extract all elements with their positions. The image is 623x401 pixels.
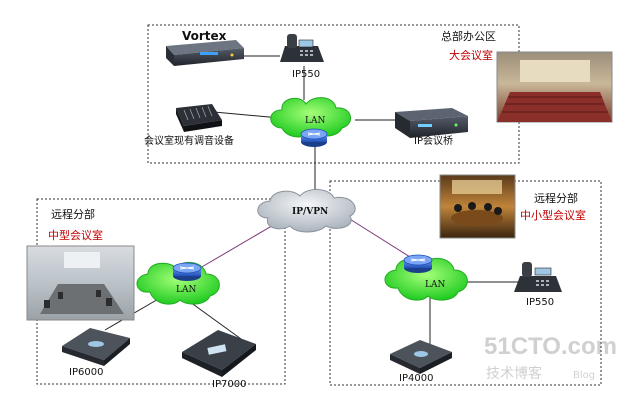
ip4000-label: IP4000 [399, 373, 434, 384]
wan-label: IP/VPN [292, 207, 329, 217]
bridge-label: IP会议桥 [414, 136, 453, 147]
right-room-label: 中小型会议室 [520, 209, 586, 222]
hq-room-label: 大会议室 [449, 49, 493, 62]
small-meeting-room-photo [439, 174, 516, 239]
large-meeting-room-photo [496, 51, 613, 123]
mixer-label: 会议室现有调音设备 [144, 136, 234, 147]
hq-lan-label: LAN [305, 116, 326, 126]
hq-ip-phone-icon [280, 34, 324, 62]
left-lan-label: LAN [176, 285, 197, 295]
vortex-device-icon [166, 40, 244, 66]
right-phone-label: IP550 [526, 297, 555, 308]
ip7000-phone-icon [182, 330, 256, 377]
watermark-sub-text: 技术博客 [486, 366, 542, 382]
branch-links [104, 281, 520, 346]
ip-bridge-device-icon [395, 108, 468, 138]
wan-links [199, 215, 419, 269]
right-ip-phone-icon [514, 262, 562, 292]
hq-router-icon [300, 128, 328, 147]
watermark-main-text: 51CTO.com [484, 333, 617, 360]
mixer-device-icon [176, 104, 222, 132]
hq-area-label: 总部办公区 [441, 30, 496, 43]
ip6000-phone-icon [62, 328, 130, 366]
vortex-label: Vortex [182, 29, 227, 43]
ip7000-label: IP7000 [212, 379, 247, 390]
right-router-icon [403, 254, 433, 273]
ip4000-phone-icon [390, 340, 452, 374]
right-branch-area-box [329, 180, 602, 386]
left-room-label: 中型会议室 [48, 229, 103, 242]
medium-meeting-room-photo [26, 245, 135, 321]
right-lan-label: LAN [425, 280, 446, 290]
watermark-tail-text: Blog [573, 370, 596, 381]
ip6000-label: IP6000 [69, 367, 104, 378]
wan-cloud [257, 189, 356, 233]
right-branch-label: 远程分部 [534, 192, 578, 205]
hq-phone-label: IP550 [292, 69, 321, 80]
left-router-icon [172, 262, 202, 281]
left-branch-label: 远程分部 [51, 208, 95, 221]
